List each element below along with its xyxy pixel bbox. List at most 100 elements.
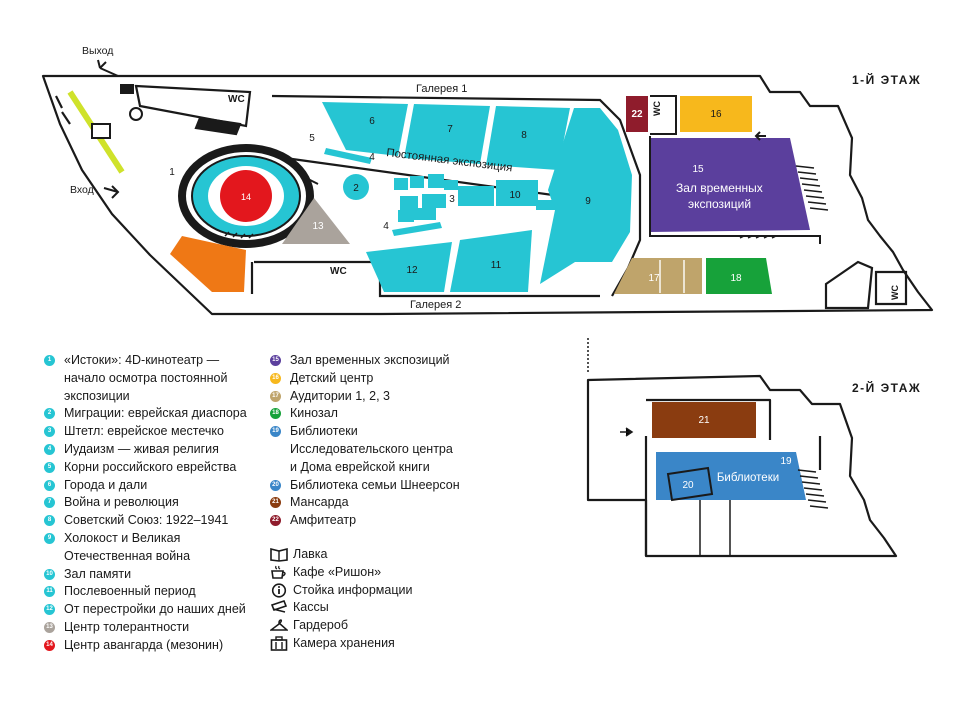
room-21 [652,402,756,438]
floor-1-outline [41,74,934,316]
temporary-hall-label-2: экспозиций [688,197,751,211]
legend-item: 16 Детский центр [270,370,460,388]
legend-service-item: Кассы [270,599,412,617]
info-icon [270,582,288,599]
legend-item: 3 Штетл: еврейское местечко [44,423,247,441]
legend-left: 1«Истоки»: 4D-кинотеатр —начало осмотра … [44,352,247,655]
wc-label-right-bottom: WC [890,285,900,300]
legend-color-dot: 18 [270,408,281,420]
cinema-ring [178,144,314,248]
legend-color-dot: 17 [270,390,281,402]
legend-label: Война и революция [64,495,179,510]
legend-color-dot: 9 [44,532,55,544]
gallery-2-label: Галерея 2 [410,299,461,311]
room-7 [404,104,490,164]
room-20 [666,466,714,502]
legend-color-dot: 7 [44,497,55,509]
legend-label: От перестройки до наших дней [64,602,246,617]
legend-label: Аудитории 1, 2, 3 [290,388,390,403]
zone-number-17: 17 [648,273,660,284]
luggage-map-icon [120,84,134,94]
zone-number-16: 16 [710,109,722,120]
legend-color-dot: 6 [44,479,55,491]
legend-label: Центр авангарда (мезонин) [64,637,224,652]
permanent-exhibition-rooms [322,102,632,292]
legend-color-dot: 22 [270,515,281,527]
zone-number-3: 3 [449,194,455,205]
zone-number-10: 10 [509,190,521,201]
zone-number-11: 11 [491,260,502,271]
legend-item: 4 Иудаизм — живая религия [44,441,247,459]
entrance-label: Вход [70,184,94,196]
legend-color-dot: 1 [44,355,55,366]
legend-label: Центр толерантности [64,619,190,634]
legend-item: 17 Аудитории 1, 2, 3 [270,388,460,406]
zone-number-20: 20 [682,480,694,491]
legend-label: Зал временных экспозиций [290,353,450,367]
zone-number-2: 2 [353,183,359,194]
legend-item: 1«Истоки»: 4D-кинотеатр —начало осмотра … [44,352,247,405]
room-15 [650,138,810,232]
zone-number-8: 8 [521,130,527,141]
zone-number-22: 22 [631,109,643,120]
legend-label: Иудаизм — живая религия [64,441,219,456]
legend-service-item: Камера хранения [270,635,412,653]
legend-item: 6 Города и дали [44,477,247,495]
floor-1-plan [41,74,934,316]
legend-color-dot: 11 [44,586,55,598]
legend-service-label: Кассы [293,600,329,615]
room-12 [366,242,452,292]
legend-color-dot: 16 [270,372,281,384]
legend-item: 11 Послевоенный период [44,583,247,601]
legend-label: Детский центр [290,370,374,385]
legend-service-label: Кафе «Ришон» [293,564,382,579]
legend-label: Корни российского еврейства [64,459,237,474]
info-desk-icon [129,107,143,121]
zone-number-18: 18 [730,273,742,284]
legend-service-item: Лавка [270,546,412,564]
zone-number-12: 12 [406,265,418,276]
floor-2-title: 2-Й ЭТАЖ [852,380,921,395]
cafe-rishon [170,236,246,292]
legend-label: Библиотека семьи Шнеерсон [290,477,460,492]
legend-color-dot: 4 [44,443,55,455]
room-18 [706,258,772,294]
legend-color-dot: 20 [270,479,281,491]
zone-number-7: 7 [447,124,453,135]
legend-color-dot: 3 [44,426,55,438]
room-10 [496,180,538,206]
legend-service-item: Кафе «Ришон» [270,564,412,582]
legend-service-label: Стойка информации [293,582,413,597]
coffee-cup-icon [270,565,288,581]
legend-label: Города и дали [64,477,148,492]
room-17 [614,258,702,294]
floor-1-title: 1-Й ЭТАЖ [852,72,921,87]
zone-number-9: 9 [585,196,591,207]
zone-number-15: 15 [692,164,704,175]
legend-label: Миграции: еврейская диаспора [64,406,247,421]
zone-number-4a: 4 [369,152,375,163]
zone-number-4b: 4 [383,221,389,232]
zone-number-19: 19 [780,456,792,467]
legend-label: Советский Союз: 1922–1941 [64,513,229,528]
legend-label: Кинозал [290,406,338,421]
legend-label: Зал памяти [64,566,132,581]
legend-label: Штетл: еврейское местечко [64,424,224,439]
hanger-icon [270,618,288,634]
legend-service-label: Камера хранения [293,635,395,650]
legend-color-dot: 15 [270,355,281,366]
room-9 [540,108,632,284]
room-13 [282,198,350,244]
legend-label: Послевоенный период [64,584,196,599]
